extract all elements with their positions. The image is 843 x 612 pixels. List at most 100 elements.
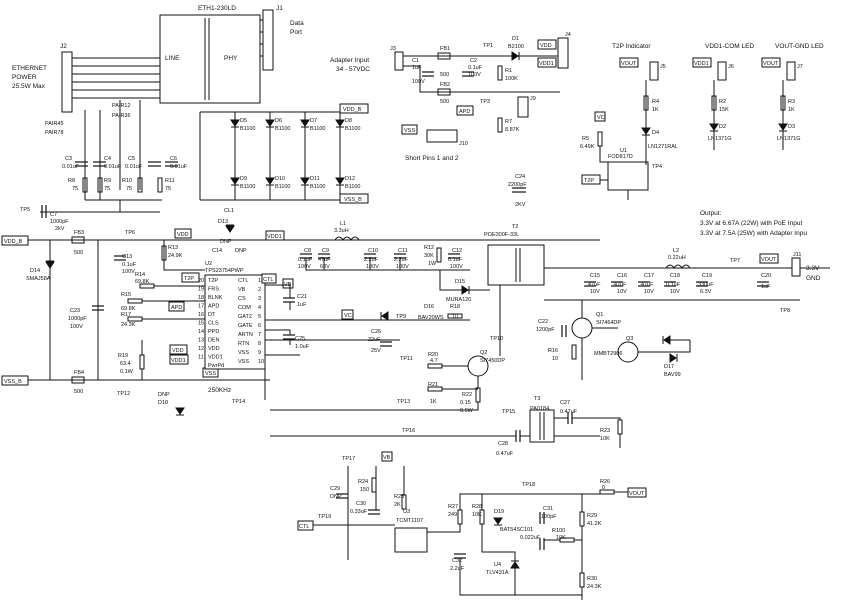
d15-val: MURA120 bbox=[446, 297, 471, 303]
ethernet-title-2: POWER bbox=[12, 74, 37, 81]
j9-ref: J9 bbox=[530, 96, 536, 102]
u2-left-pin-name: APD bbox=[208, 304, 219, 310]
tp7-label: TP7 bbox=[730, 258, 740, 264]
c25-val: 1.0uF bbox=[295, 344, 310, 350]
c32-ref: C32 bbox=[452, 558, 462, 564]
c3-ref: C3 bbox=[65, 156, 72, 162]
q3-val: MMBT2906 bbox=[594, 351, 622, 357]
ctl-feedback: CTL bbox=[299, 524, 309, 530]
j5-connector bbox=[649, 61, 659, 81]
t2-val: POE300F-33L bbox=[484, 232, 519, 238]
u2-body bbox=[204, 274, 266, 370]
d3-val: LN1371G bbox=[777, 136, 801, 142]
r22-val: 0.15 bbox=[460, 400, 471, 406]
r23-val: 10K bbox=[600, 436, 610, 442]
r7-val: 8.87K bbox=[505, 127, 520, 133]
vb-feedback: VB bbox=[383, 455, 391, 461]
c12-val: 0.1uF bbox=[448, 257, 463, 263]
r22-ref: R22 bbox=[462, 392, 472, 398]
u2-left-pin-number: 19 bbox=[198, 287, 204, 293]
c19-volt: 6.3V bbox=[700, 289, 712, 295]
c14-val: DNP bbox=[235, 248, 247, 254]
vss-u2: VSS bbox=[205, 371, 216, 377]
fb3-ref: FB3 bbox=[74, 230, 84, 236]
ctl-flag-u2 bbox=[261, 273, 277, 284]
r10-val: 75 bbox=[126, 186, 132, 192]
vdd1-u2: VDD1 bbox=[171, 358, 186, 364]
pair78-label: PAIR78 bbox=[45, 130, 64, 136]
r18-ref: R18 bbox=[450, 304, 460, 310]
u2-right-pin-name: VSS bbox=[238, 350, 249, 356]
c24-volt: 2KV bbox=[515, 202, 526, 208]
vdd-flag-j4 bbox=[537, 39, 557, 50]
q2-val: SI7450DP bbox=[480, 358, 505, 364]
short-pins-note: Short Pins 1 and 2 bbox=[405, 155, 459, 162]
r13-val: 24.9K bbox=[168, 253, 183, 259]
d5-ref: D5 bbox=[240, 118, 247, 124]
c2-ref: C2 bbox=[470, 58, 477, 64]
vdd-main: VDD bbox=[177, 232, 189, 238]
vc-flag-top bbox=[594, 111, 606, 122]
d1-val: B2100 bbox=[508, 44, 524, 50]
apd-top: APD bbox=[459, 109, 470, 115]
u4-val: TLV431A bbox=[486, 570, 509, 576]
u2-left-pin-number: 16 bbox=[198, 312, 204, 318]
r27-ref: R27 bbox=[448, 504, 458, 510]
j6-connector bbox=[717, 61, 727, 81]
fb2-ref: FB2 bbox=[440, 82, 450, 88]
d1-ref: D1 bbox=[512, 36, 519, 42]
bridge-rectifiers: D5 B1100 D6 B1100 D7 B1100 D8 B1100 D9 B… bbox=[199, 103, 369, 204]
c24-ref: C24 bbox=[515, 174, 525, 180]
vdd-u2: VDD bbox=[172, 348, 184, 354]
vdd1-com-title: VDD1-COM LED bbox=[705, 43, 754, 50]
r100-ref: R100 bbox=[552, 528, 565, 534]
d2-ref: D2 bbox=[719, 124, 726, 130]
q1-ref: Q1 bbox=[596, 312, 603, 318]
u2-freq: 250KHz bbox=[208, 387, 231, 394]
d7-val: B1100 bbox=[310, 126, 326, 132]
r20-val: 4.7 bbox=[430, 358, 438, 364]
c8-val: 0.1uF bbox=[298, 257, 313, 263]
c25-ref: C25 bbox=[295, 336, 305, 342]
c27-val: 0.47uF bbox=[560, 409, 578, 415]
output-line-1: Output: bbox=[700, 210, 722, 217]
u2-right-pin-name: GAT2 bbox=[238, 314, 252, 320]
c2-val: 0.1uF bbox=[468, 65, 483, 71]
u2-right-pin-number: 1 bbox=[258, 278, 261, 284]
adapter-title-1: Adapter Input bbox=[330, 57, 369, 64]
vc-flag-main bbox=[341, 309, 354, 320]
j10-connector bbox=[426, 129, 458, 143]
tp10-label: TP10 bbox=[490, 336, 503, 342]
c1-ref: C1 bbox=[412, 58, 419, 64]
u2-left-pin-name: PwrPd bbox=[208, 363, 224, 369]
tp6-label: TP6 bbox=[125, 230, 135, 236]
r16-val: 10 bbox=[552, 356, 558, 362]
c4-ref: C4 bbox=[104, 156, 111, 162]
t3-ref: T3 bbox=[534, 396, 540, 402]
d7-ref: D7 bbox=[310, 118, 317, 124]
u2-right-pin-number: 4 bbox=[258, 305, 261, 311]
t3-transformer-body bbox=[529, 409, 555, 443]
d15-ref: D15 bbox=[455, 279, 465, 285]
r26-ref: R26 bbox=[600, 479, 610, 485]
t3-val: PA0184 bbox=[530, 406, 549, 412]
c11-volt: 100V bbox=[396, 264, 409, 270]
j2-connector bbox=[61, 51, 73, 113]
r8-ref: R8 bbox=[68, 178, 75, 184]
c11-val: 2.2uF bbox=[394, 257, 409, 263]
c20-ref: C20 bbox=[761, 273, 771, 279]
j3-ref: J3 bbox=[390, 46, 396, 52]
c18-volt: 10V bbox=[670, 289, 680, 295]
r15-ref: R15 bbox=[121, 292, 131, 298]
u3-ref: U3 bbox=[403, 509, 410, 515]
c16-ref: C16 bbox=[617, 273, 627, 279]
tp4-label: TP4 bbox=[652, 164, 662, 170]
c19-val: 330uF bbox=[698, 282, 714, 288]
vdd-flag-main bbox=[174, 228, 192, 239]
vdd1-flag-u2 bbox=[169, 354, 189, 365]
vout-flag-j7 bbox=[761, 57, 781, 68]
q1-mosfet bbox=[571, 317, 593, 339]
vdd-b-left: VDD_B bbox=[4, 239, 23, 245]
j11-connector bbox=[791, 257, 801, 277]
c9-volt: 63V bbox=[320, 264, 330, 270]
